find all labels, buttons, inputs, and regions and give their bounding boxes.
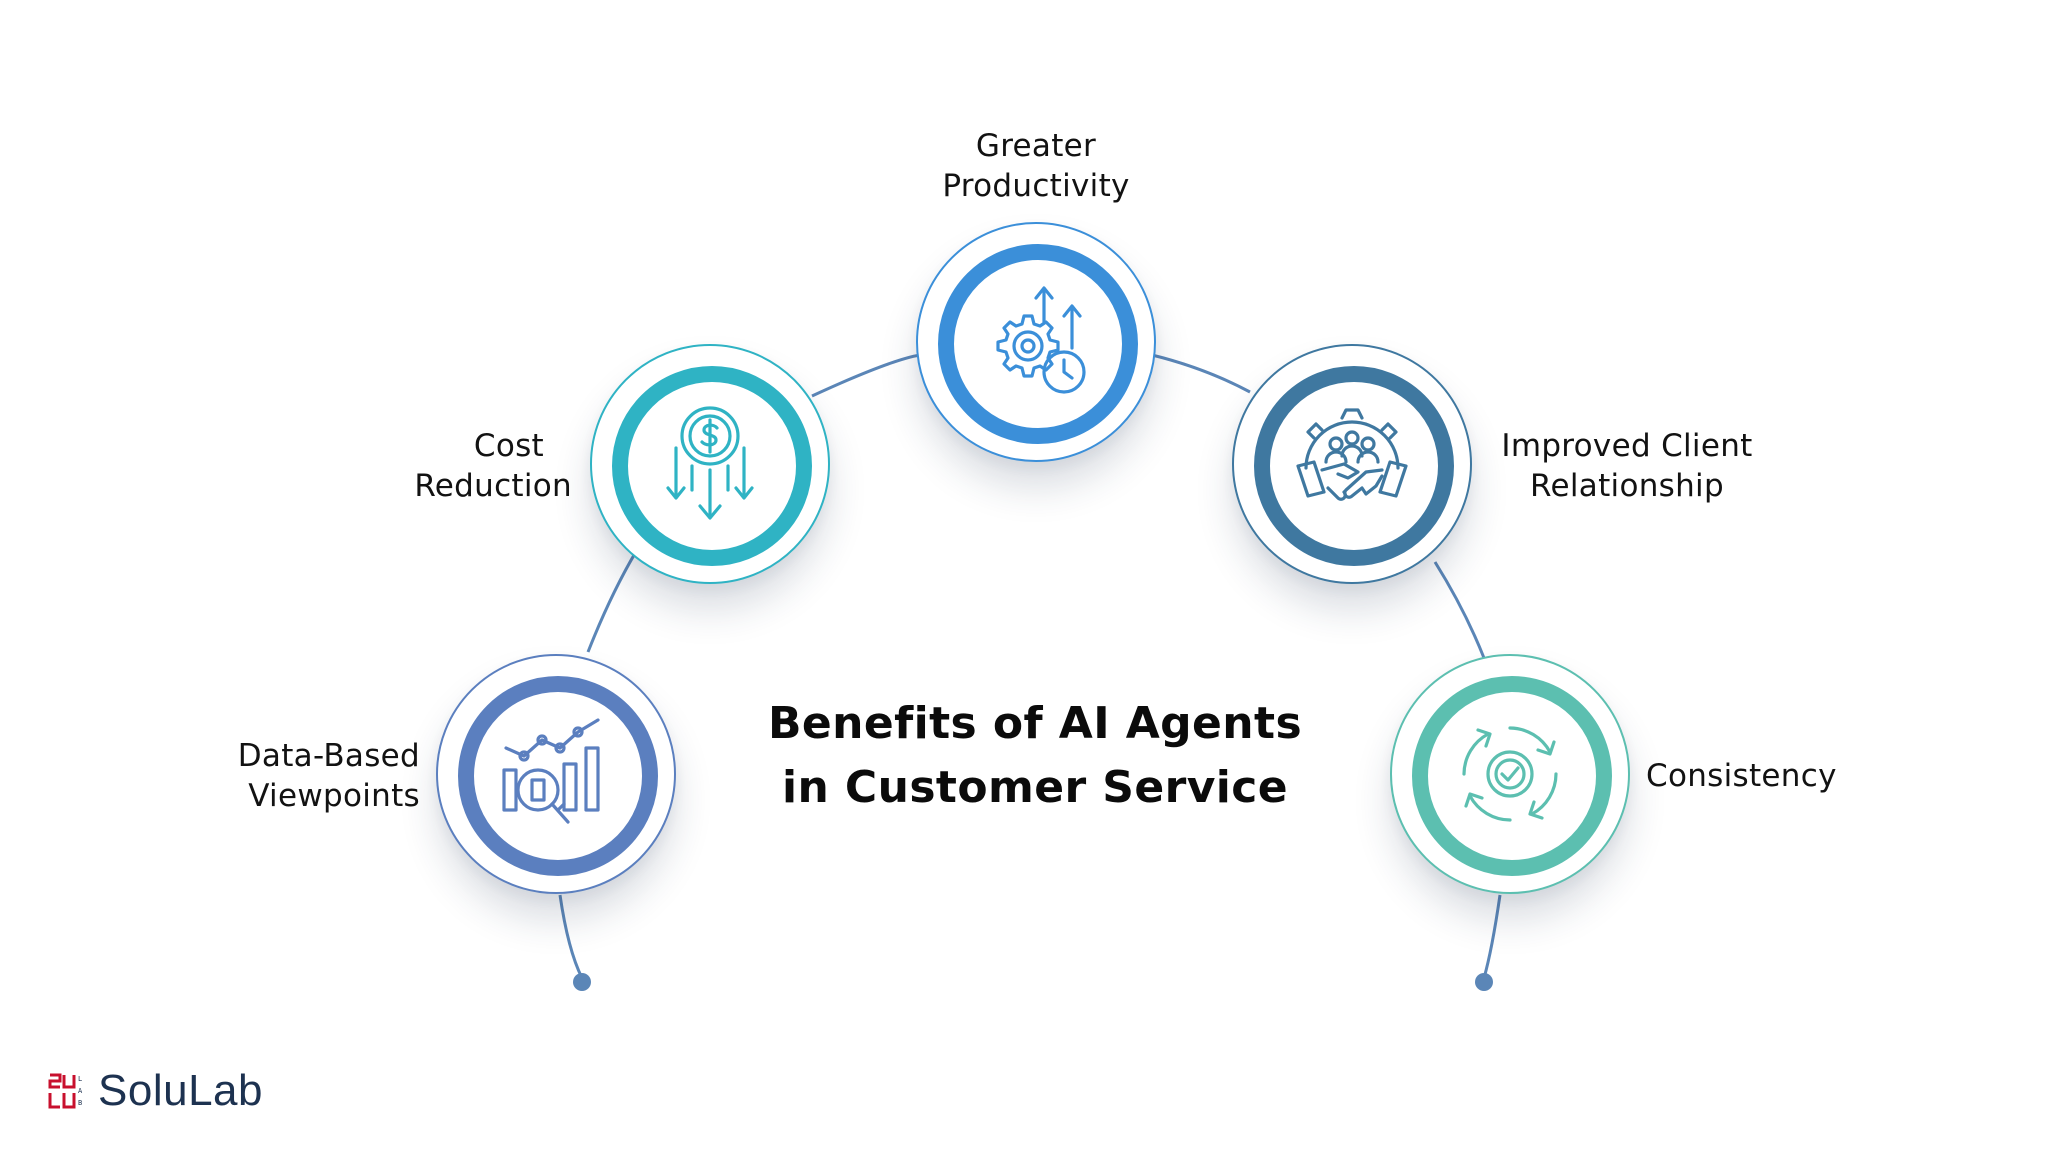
brand-name: SoluLab bbox=[98, 1066, 263, 1115]
label-line: Productivity bbox=[942, 168, 1130, 204]
label-line: Reduction bbox=[414, 468, 572, 504]
solulab-logo-mark-icon: L A B bbox=[48, 1073, 83, 1109]
brand-logo: L A B SoluLab bbox=[48, 1066, 263, 1116]
benefit-node-consistency bbox=[1390, 654, 1630, 894]
handshake-gear-icon bbox=[1292, 404, 1412, 524]
label-line: Viewpoints bbox=[248, 778, 420, 814]
title-line-1: Benefits of AI Agents bbox=[767, 698, 1303, 749]
arc-end-dot-left bbox=[573, 973, 591, 991]
benefit-label-consistency: Consistency bbox=[1646, 756, 1886, 796]
data-analytics-icon bbox=[496, 714, 616, 834]
benefit-node-cost-reduction bbox=[590, 344, 830, 584]
productivity-gear-icon bbox=[976, 282, 1096, 402]
logo-mark-letter: A bbox=[78, 1087, 83, 1095]
title-line-2: in Customer Service bbox=[781, 762, 1289, 813]
benefit-node-greater-productivity bbox=[916, 222, 1156, 462]
cost-reduction-icon bbox=[650, 404, 770, 524]
label-line: Improved Client bbox=[1501, 428, 1753, 464]
page-title: Benefits of AI Agents in Customer Servic… bbox=[690, 692, 1380, 820]
benefit-label-data-based-viewpoints: Data-Based Viewpoints bbox=[160, 736, 420, 816]
logo-mark-letter: L bbox=[78, 1075, 82, 1083]
label-line: Data-Based bbox=[237, 738, 420, 774]
label-line: Consistency bbox=[1646, 758, 1837, 794]
benefit-label-improved-client-relationship: Improved Client Relationship bbox=[1482, 426, 1772, 506]
label-line: Greater bbox=[975, 128, 1097, 164]
logo-mark-letter: B bbox=[78, 1099, 82, 1107]
label-line: Cost bbox=[473, 428, 544, 464]
arc-end-dot-right bbox=[1475, 973, 1493, 991]
benefit-label-cost-reduction: Cost Reduction bbox=[320, 426, 572, 506]
label-line: Relationship bbox=[1530, 468, 1724, 504]
benefit-node-data-based-viewpoints bbox=[436, 654, 676, 894]
benefit-label-greater-productivity: Greater Productivity bbox=[880, 126, 1192, 206]
benefit-node-improved-client-relationship bbox=[1232, 344, 1472, 584]
consistency-cycle-icon bbox=[1450, 714, 1570, 834]
